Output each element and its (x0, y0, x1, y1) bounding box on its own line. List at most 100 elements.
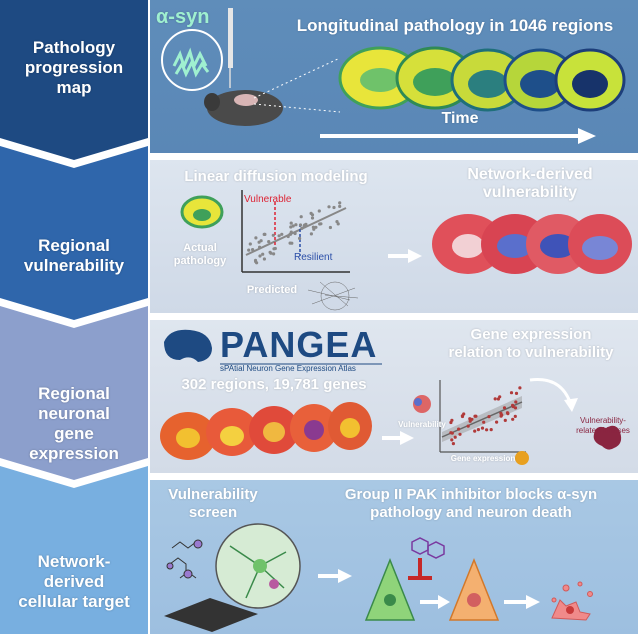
inhibitor-line-2: pathology and neuron death (370, 504, 572, 521)
gene-plot-x-label: Gene expression (450, 454, 516, 463)
vuln-slice-1-core (452, 234, 484, 258)
mouse-icon (207, 90, 283, 126)
gene-dot (450, 418, 454, 422)
gene-dot (511, 403, 515, 407)
kinases-line-1: Vulnerability- (580, 416, 626, 425)
gene-dot (476, 428, 480, 432)
panel1-headline: Longitudinal pathology in 1046 regions (296, 16, 614, 35)
gene-dot (503, 418, 507, 422)
actual-line-2: pathology (173, 255, 227, 267)
stage-4-line-2: derived (43, 572, 105, 591)
scatter-dot (251, 248, 255, 252)
scatter-dot (317, 209, 321, 213)
scatter-dot (314, 225, 318, 229)
scatter-dot (289, 221, 293, 225)
panel4-arrow-3-head-icon (526, 595, 540, 609)
gene-dot (473, 429, 477, 433)
stage-1-line-3: map (56, 78, 92, 97)
stage-3-line-4: expression (29, 444, 119, 463)
projection-line-top (253, 57, 341, 99)
stage-2-line-2: vulnerability (23, 256, 125, 275)
healthy-neuron-icon (364, 557, 416, 621)
scatter-dot (294, 223, 298, 227)
scatter-dot (298, 223, 303, 227)
gene-dot (482, 420, 486, 424)
gene-dot (511, 417, 515, 421)
healthy-neuron-nucleus (384, 594, 396, 606)
scatter-dot (310, 213, 315, 217)
stage-label-3: Regional neuronal gene expression (0, 384, 148, 464)
scatter-dot (258, 245, 262, 249)
projection-line-bottom (253, 103, 341, 113)
scatter-dot (338, 204, 342, 208)
brain-slice-3-core (468, 70, 508, 98)
gene-dot (487, 415, 491, 419)
scatter-dot (268, 250, 272, 254)
stage-1-line-1: Pathology (32, 38, 116, 57)
protein-label: α-syn (156, 6, 210, 28)
scatter-dot (262, 232, 266, 236)
stressed-neuron-icon (448, 557, 500, 621)
vuln-slice-4-core (582, 236, 618, 260)
brain-slice-4-core (520, 70, 560, 98)
expr-slice-4-core (304, 420, 324, 440)
chevron-stage-1 (0, 0, 148, 160)
gene-dot (460, 414, 465, 419)
relation-label: Gene expression relation to vulnerabilit… (428, 326, 634, 362)
gene-fit-line (441, 401, 523, 438)
scatter-points (247, 201, 342, 265)
method-label: Linear diffusion modeling (184, 168, 368, 185)
scatter-dot (291, 224, 295, 228)
brain-slice-2-core (413, 68, 457, 96)
gene-dot (502, 406, 507, 410)
scatter-dot (280, 232, 284, 236)
gene-dot (473, 414, 477, 418)
scatter-dot (335, 220, 339, 224)
brain-slice-5-core (572, 70, 608, 98)
stage-3-line-3: gene (54, 424, 94, 443)
panel-cellular-target: Vulnerability screen Group II PAK inhibi… (150, 480, 638, 634)
expr-slice-2-core (220, 426, 244, 446)
panel1-graphics (161, 8, 626, 144)
mouse-brain-icon (234, 94, 258, 106)
scatter-dot (259, 239, 263, 243)
gene-dot (453, 435, 457, 439)
scatter-dot (310, 216, 315, 220)
scatter-dot (300, 226, 304, 230)
stage-label-1: Pathology progression map (0, 38, 148, 98)
gene-dot (485, 428, 489, 432)
time-arrow-head-icon (578, 128, 596, 144)
stage-label-4: Network- derived cellular target (0, 552, 148, 612)
pak-inhibitor-icon (411, 537, 445, 559)
screen-label: Vulnerability screen (158, 486, 268, 522)
chevron-stage-4 (0, 466, 148, 634)
chevron-stage-2 (0, 146, 148, 320)
time-label: Time (441, 110, 479, 127)
scatter-dot (272, 247, 276, 251)
atlas-logo-icon (164, 329, 212, 362)
fit-line (245, 207, 347, 256)
scatter-dot (258, 254, 262, 258)
result-line-2: vulnerability (482, 184, 578, 201)
expr-slice-1-core (176, 428, 200, 448)
stage-label-2: Regional vulnerability (0, 236, 148, 276)
actual-pathology-brain-core (193, 209, 211, 221)
gene-dot (466, 424, 470, 428)
scatter-dot (289, 230, 293, 234)
panel3-arrow-head-icon (400, 431, 414, 445)
result-line-1: Network-derived (467, 166, 593, 183)
neuron-soma-pink-icon (269, 579, 279, 589)
scatter-dot (277, 234, 281, 238)
mouse-ear-icon (204, 93, 220, 111)
gene-dot (493, 397, 497, 401)
panel-regional-vulnerability: Linear diffusion modeling Network-derive… (150, 160, 638, 313)
panel4-arrow-1-head-icon (338, 569, 352, 583)
vulnerable-label: Vulnerable (244, 194, 292, 205)
scatter-dot (299, 215, 303, 219)
scatter-dot (327, 205, 331, 209)
scatter-dot (255, 261, 259, 265)
gene-dot (450, 431, 454, 435)
relation-line-1: Gene expression (470, 326, 592, 343)
